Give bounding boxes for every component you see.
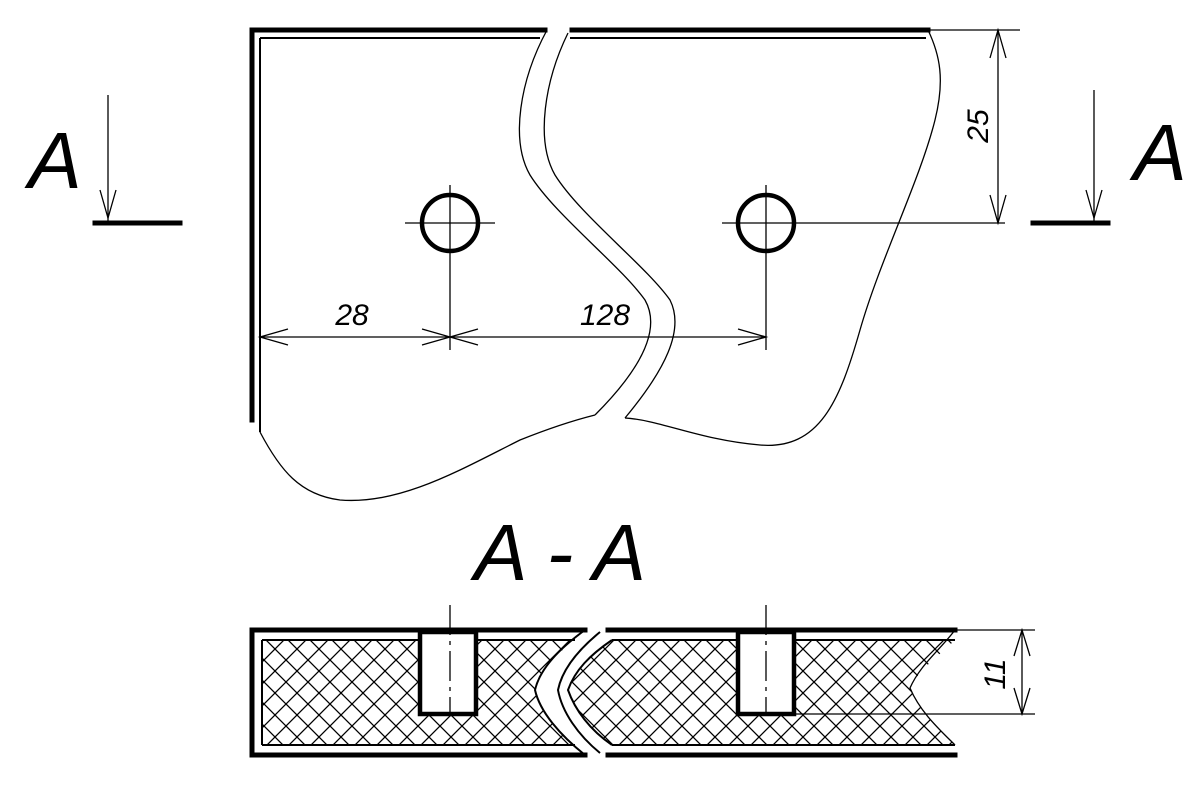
dim-arrow-25-bottom [989, 194, 1007, 226]
outline-bottom-left [259, 414, 596, 502]
dim-arrow-25-top [989, 27, 1007, 59]
dim-arrow-11-top [1013, 627, 1031, 657]
section-mark-left-arrowhead [99, 189, 117, 221]
dim-label-128: 128 [580, 299, 630, 332]
break-line-left [518, 29, 652, 416]
dim-arrow-left [257, 328, 289, 346]
break-line-right [543, 32, 676, 419]
dim-arrow-11-bottom [1013, 687, 1031, 717]
dim-label-25: 25 [962, 109, 995, 144]
section-view: 11 [249, 605, 1035, 758]
section-break-middle [556, 631, 601, 754]
dim-arrow-128-left [447, 328, 479, 346]
dim-label-28: 28 [334, 299, 369, 332]
outline-right [624, 29, 941, 446]
section-mark-right-letter: A [1129, 108, 1186, 197]
section-title: A - A [470, 508, 646, 597]
dim-arrow-128-right [737, 328, 769, 346]
section-hole-1 [417, 629, 479, 717]
section-mark-left-letter: A [24, 116, 81, 205]
section-right-freehand [909, 629, 956, 746]
section-break-left [533, 629, 586, 756]
section-break-right [566, 639, 613, 746]
dim-label-11: 11 [979, 658, 1012, 689]
plan-view: 28 128 25 A A [24, 27, 1187, 502]
section-mark-right-arrowhead [1085, 189, 1103, 221]
